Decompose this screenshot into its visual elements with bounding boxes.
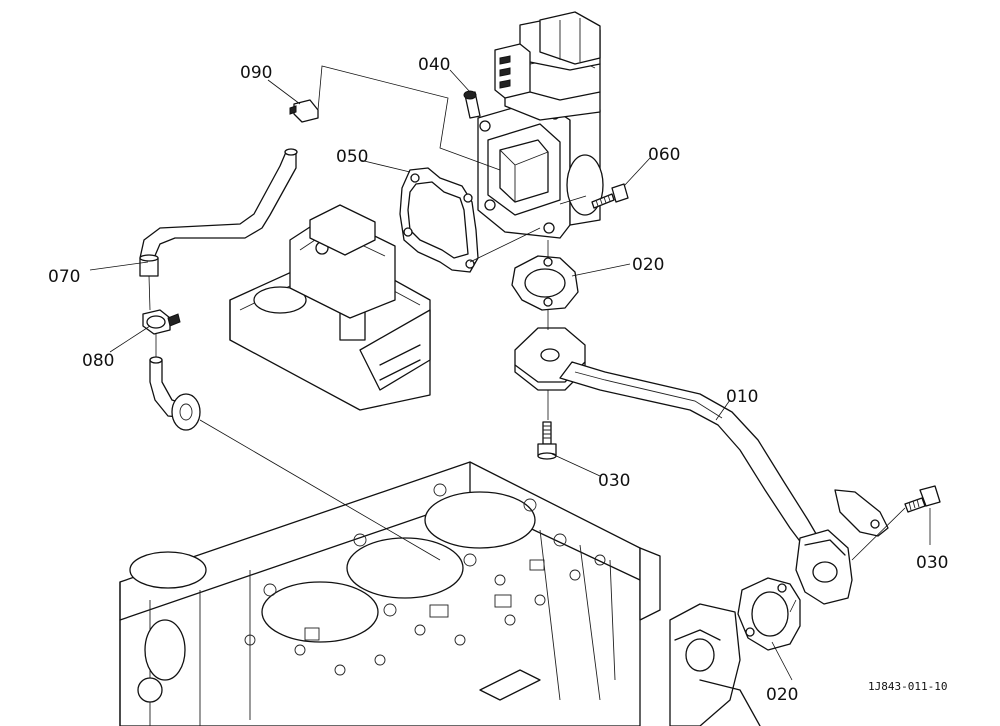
egr-valve-040: [463, 11, 604, 239]
callout-050: 050: [336, 147, 368, 167]
callout-080: 080: [82, 351, 114, 371]
engine-block: [119, 461, 661, 726]
gasket-020-lower: [737, 577, 801, 651]
drawing-code: 1J843-011-10: [868, 680, 947, 693]
callout-labels: 090 040 050 060 020 070 080 010 030 030 …: [48, 55, 948, 705]
hose-070: [139, 148, 298, 277]
cylinder-head: [229, 204, 431, 411]
gasket-050: [399, 167, 479, 273]
callout-060: 060: [648, 145, 680, 165]
bolt-030-left: [537, 421, 557, 460]
callout-040: 040: [418, 55, 450, 75]
bolt-060: [591, 183, 629, 209]
bolt-030-right: [904, 485, 941, 513]
callout-010: 010: [726, 387, 758, 407]
leader-lines: [89, 69, 931, 681]
callout-030-left: 030: [598, 471, 630, 491]
callout-070: 070: [48, 267, 80, 287]
callout-030-right: 030: [916, 553, 948, 573]
gasket-020-upper: [511, 255, 579, 311]
egr-pipe-010: [514, 327, 889, 605]
callout-020-upper: 020: [632, 255, 664, 275]
elbow-tube: [149, 356, 201, 431]
exhaust-manifold: [669, 603, 761, 726]
callout-090: 090: [240, 63, 272, 83]
clamp-080: [142, 309, 181, 335]
callout-020-lower: 020: [766, 685, 798, 705]
clamp-090: [289, 99, 319, 123]
assembly-lines: [148, 65, 906, 613]
